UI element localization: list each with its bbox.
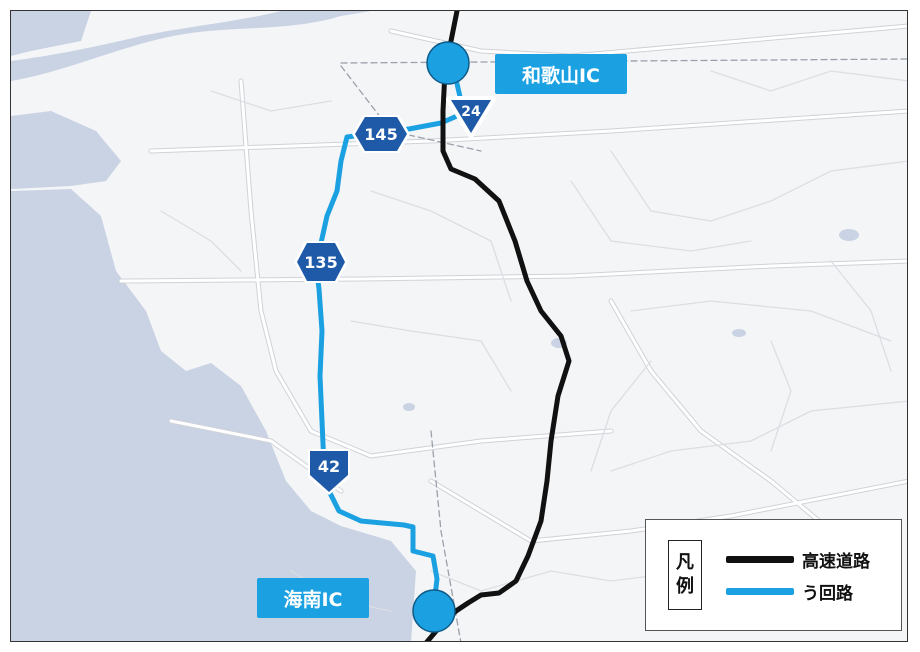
map-frame[interactable]: 24 145 135 42 和歌山IC 海南IC (10, 10, 908, 642)
route-42-number: 42 (318, 457, 340, 476)
kainan-ic-label[interactable]: 海南IC (257, 578, 369, 618)
legend-title-char-1: 凡 (676, 552, 694, 573)
expressway-line (424, 11, 572, 641)
pond (839, 229, 859, 241)
legend-title: 凡 例 (668, 540, 702, 610)
harbor (11, 11, 91, 56)
legend-expressway-swatch (726, 555, 794, 563)
route-135-number: 135 (304, 253, 337, 272)
legend-expressway-label: 高速道路 (802, 551, 870, 572)
legend: 凡 例 高速道路 う回路 (645, 519, 902, 631)
route-145-shield: 145 (352, 115, 410, 153)
wakayama-ic-label[interactable]: 和歌山IC (495, 54, 627, 94)
pond (732, 329, 746, 337)
legend-title-char-2: 例 (676, 576, 694, 597)
pond (403, 403, 415, 411)
map-canvas[interactable]: 24 145 135 42 (11, 11, 908, 642)
route-24-number: 24 (461, 104, 481, 120)
background-roads (118, 23, 907, 641)
legend-item-expressway: 高速道路 (726, 546, 870, 572)
route-42-shield: 42 (308, 449, 350, 495)
wakayama-ic-marker[interactable] (426, 41, 470, 85)
river-mouth (11, 111, 121, 189)
legend-item-detour: う回路 (726, 578, 853, 604)
legend-detour-label: う回路 (802, 583, 853, 604)
route-24-shield: 24 (446, 96, 496, 138)
legend-detour-swatch (726, 587, 794, 595)
kainan-ic-marker[interactable] (412, 589, 456, 633)
route-145-number: 145 (364, 125, 397, 144)
sea (11, 189, 416, 641)
route-135-shield: 135 (294, 241, 348, 283)
